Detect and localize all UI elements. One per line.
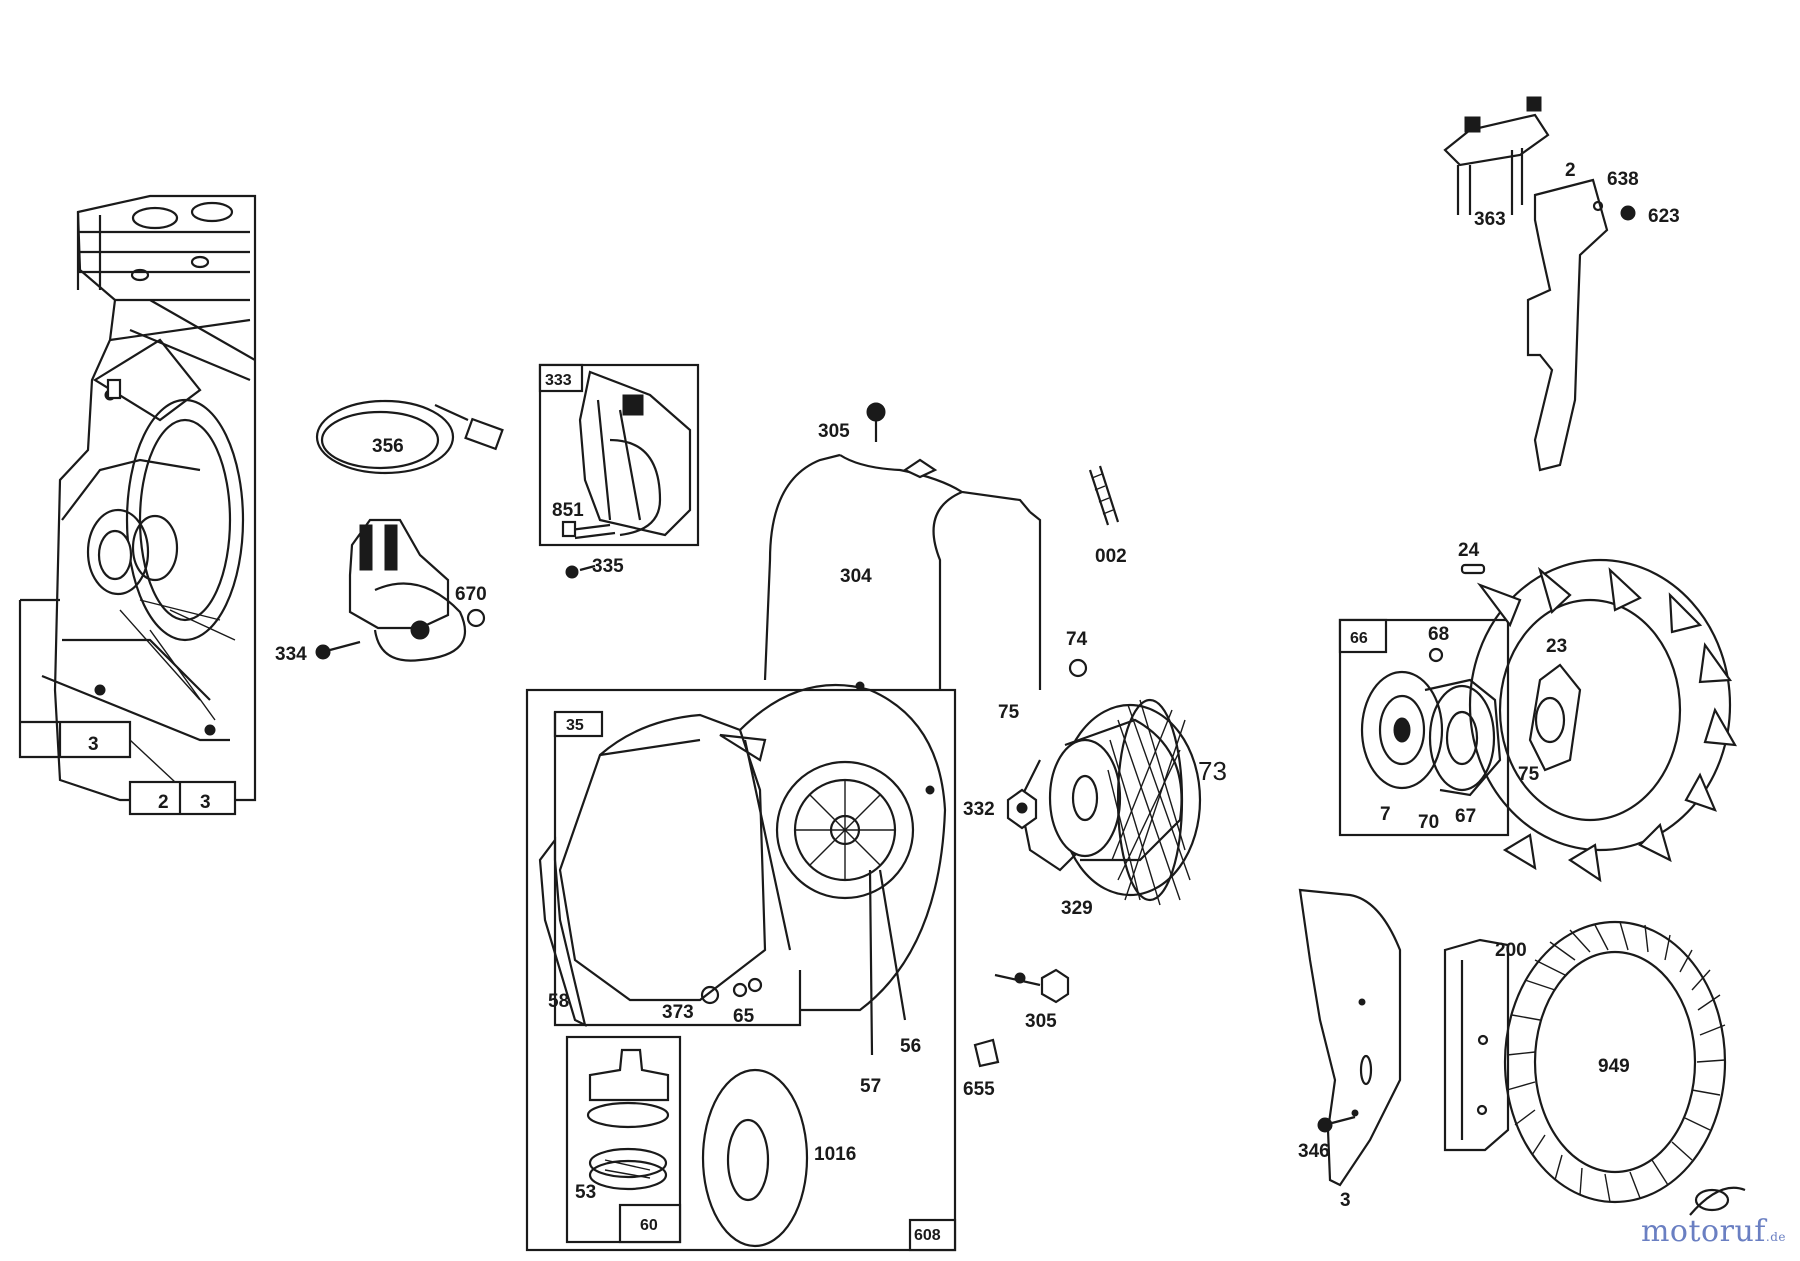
label-1016: 1016 <box>814 1144 856 1165</box>
label-332: 332 <box>963 799 995 820</box>
label-24: 24 <box>1458 540 1480 561</box>
label-655: 655 <box>963 1079 995 1100</box>
ignition-wire-356 <box>315 399 504 475</box>
brake-bracket-2 <box>1443 96 1636 472</box>
label-35: 35 <box>566 717 584 734</box>
label-2-right: 2 <box>1565 160 1576 181</box>
label-56: 56 <box>900 1036 921 1057</box>
label-60: 60 <box>640 1217 658 1234</box>
label-851: 851 <box>552 500 584 521</box>
site-watermark: motoruf.de <box>1641 1214 1786 1249</box>
label-2-box: 2 <box>158 792 169 813</box>
label-305-bottom: 305 <box>1025 1011 1057 1032</box>
label-75-right: 75 <box>1518 764 1540 785</box>
label-70: 70 <box>1418 812 1439 833</box>
label-73: 73 <box>1198 756 1227 786</box>
part-66-box <box>1338 618 1510 837</box>
spring-002 <box>1088 465 1120 526</box>
label-670: 670 <box>455 584 487 605</box>
part-labels: 3 2 3 356 334 670 333 851 335 305 304 00… <box>88 160 1680 1244</box>
label-346: 346 <box>1298 1141 1330 1162</box>
label-68: 68 <box>1428 624 1449 645</box>
label-356: 356 <box>372 436 404 457</box>
bolt-305-top <box>866 402 886 442</box>
key-24 <box>1460 563 1486 575</box>
label-949: 949 <box>1598 1056 1630 1077</box>
label-608: 608 <box>914 1227 941 1244</box>
label-57: 57 <box>860 1076 881 1097</box>
label-623: 623 <box>1648 206 1680 227</box>
label-67: 67 <box>1455 806 1476 827</box>
label-66-box: 66 <box>1350 630 1368 647</box>
guard-200 <box>1443 938 1510 1152</box>
label-58: 58 <box>548 991 569 1012</box>
deflector-plate-3 <box>1298 888 1402 1187</box>
nut-74 <box>1068 658 1088 678</box>
label-335: 335 <box>592 556 624 577</box>
watermark-text: motoruf <box>1640 1214 1766 1249</box>
starter-pulley-73-75 <box>994 698 1202 1004</box>
label-334: 334 <box>275 644 307 665</box>
part-333-box <box>538 363 700 579</box>
label-200: 200 <box>1495 940 1527 961</box>
label-65: 65 <box>733 1006 755 1027</box>
label-304: 304 <box>840 566 872 587</box>
label-333: 333 <box>545 372 572 389</box>
label-638: 638 <box>1607 169 1639 190</box>
label-7: 7 <box>1380 804 1391 825</box>
flywheel-23 <box>1468 558 1738 883</box>
label-3-box: 3 <box>200 792 211 813</box>
label-3-left: 3 <box>88 734 99 755</box>
watermark-suffix: .de <box>1765 1230 1786 1244</box>
label-305-top: 305 <box>818 421 850 442</box>
label-53: 53 <box>575 1182 596 1203</box>
label-23: 23 <box>1546 636 1567 657</box>
label-363: 363 <box>1474 209 1506 230</box>
label-329: 329 <box>1061 898 1093 919</box>
label-002: 002 <box>1095 546 1127 567</box>
blower-housing-304 <box>763 453 1042 690</box>
label-75: 75 <box>998 702 1020 723</box>
label-74: 74 <box>1066 629 1088 650</box>
engine-block <box>18 194 257 816</box>
label-373: 373 <box>662 1002 694 1023</box>
label-3-bottom: 3 <box>1340 1190 1351 1211</box>
part-608-box <box>525 681 1000 1252</box>
ignition-armature-bracket <box>315 518 486 662</box>
rotating-screen-949 <box>1503 920 1746 1216</box>
